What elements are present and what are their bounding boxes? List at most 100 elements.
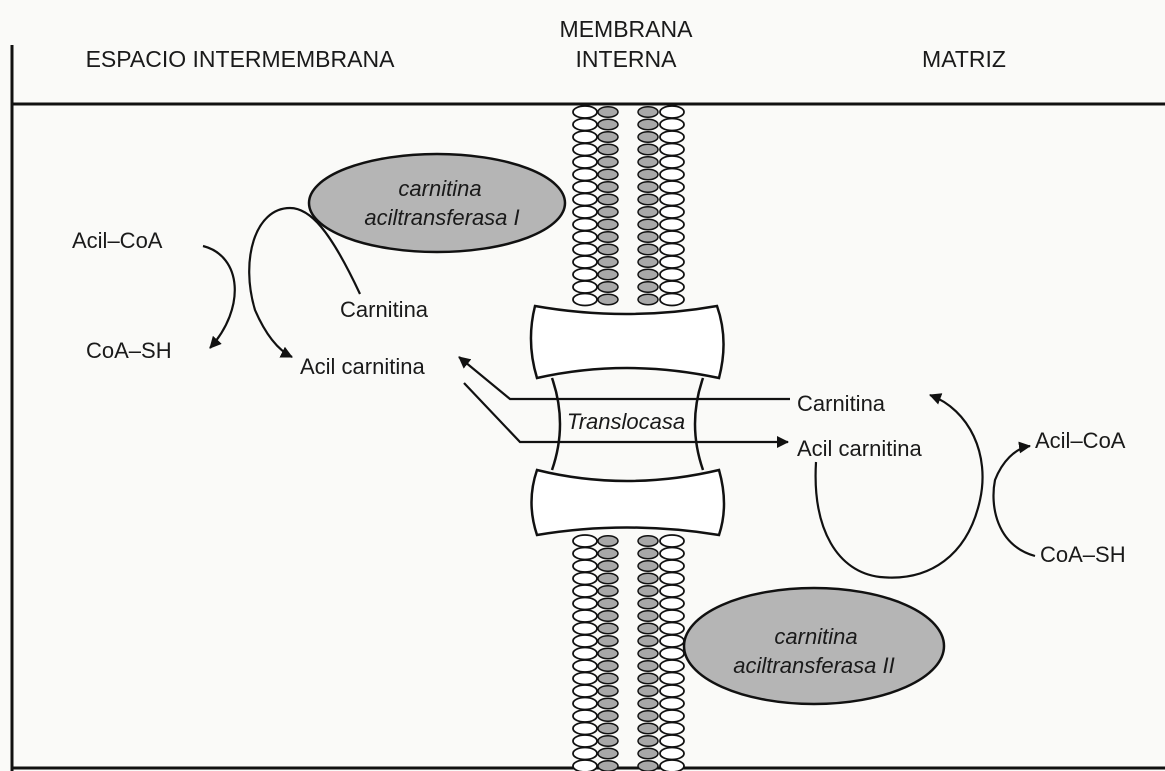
lipid-head (573, 194, 597, 206)
lipid-head (660, 156, 684, 168)
lipid-head (573, 723, 597, 735)
lipid-head (660, 685, 684, 697)
lipid-tail (638, 132, 658, 142)
translocase-upper-block (531, 306, 724, 378)
lipid-tail (638, 573, 658, 583)
lipid-tail (638, 269, 658, 279)
lipid-tail (598, 144, 618, 154)
lipid-head (660, 623, 684, 635)
lipid-head (573, 144, 597, 156)
lipid-head (660, 269, 684, 281)
lipid-tail (638, 761, 658, 771)
enzyme-cat1-label-line2: aciltransferasa I (364, 205, 519, 230)
lipid-head (660, 535, 684, 547)
lipid-tail (598, 736, 618, 746)
lipid-head (660, 131, 684, 143)
lipid-head (573, 598, 597, 610)
lipid-head (660, 660, 684, 672)
lipid-tail (638, 686, 658, 696)
lipid-head (573, 156, 597, 168)
lipid-head (573, 610, 597, 622)
lipid-head (660, 181, 684, 193)
lipid-tail (598, 107, 618, 117)
lipid-tail (598, 561, 618, 571)
enzyme-cat1-ellipse (309, 154, 565, 252)
lipid-tail (598, 157, 618, 167)
lipid-head (660, 735, 684, 747)
lipid-tail (638, 723, 658, 733)
lipid-head (573, 244, 597, 256)
lipid-tail (598, 294, 618, 304)
lipid-tail (638, 736, 658, 746)
lipid-tail (598, 623, 618, 633)
header-matrix: MATRIZ (922, 46, 1006, 72)
lipid-head (573, 131, 597, 143)
lipid-tail (598, 282, 618, 292)
lipid-tail (638, 219, 658, 229)
lipid-head (573, 685, 597, 697)
lipid-head (573, 535, 597, 547)
lipid-tail (598, 536, 618, 546)
translocase-label: Translocasa (567, 409, 685, 434)
lipid-tail (598, 194, 618, 204)
lipid-tail (598, 257, 618, 267)
lipid-head (660, 760, 684, 771)
lipid-tail (598, 648, 618, 658)
lipid-head (660, 231, 684, 243)
lipid-head (660, 598, 684, 610)
lipid-head (573, 181, 597, 193)
lipid-tail (598, 748, 618, 758)
lipid-head (573, 760, 597, 771)
right-acil-carnitina-label: Acil carnitina (797, 436, 922, 461)
left-acil-carnitina-label: Acil carnitina (300, 354, 425, 379)
lipid-tail (638, 636, 658, 646)
lipid-head (660, 194, 684, 206)
lipid-tail (598, 232, 618, 242)
lipid-head (573, 660, 597, 672)
lipid-head (573, 169, 597, 181)
lipid-tail (638, 119, 658, 129)
lipid-tail (598, 686, 618, 696)
lipid-tail (638, 711, 658, 721)
lipid-tail (638, 257, 658, 267)
lipid-tail (638, 748, 658, 758)
lipid-head (573, 735, 597, 747)
lipid-tail (638, 648, 658, 658)
lipid-tail (598, 723, 618, 733)
enzyme-cat2-label-line1: carnitina (774, 624, 857, 649)
lipid-head (573, 231, 597, 243)
lipid-tail (638, 169, 658, 179)
lipid-head (573, 698, 597, 710)
lipid-tail (638, 586, 658, 596)
lipid-tail (638, 157, 658, 167)
lipid-head (573, 648, 597, 660)
lipid-head (660, 610, 684, 622)
lipid-tail (598, 548, 618, 558)
translocase-right-channel-wall (695, 378, 703, 470)
lipid-head (660, 106, 684, 118)
lipid-tail (598, 598, 618, 608)
lipid-head (660, 219, 684, 231)
header-inner-membrane-line1: MEMBRANA (560, 16, 694, 42)
lipid-tail (638, 598, 658, 608)
lipid-tail (598, 661, 618, 671)
lipid-tail (598, 169, 618, 179)
left-coa-sh-label: CoA–SH (86, 338, 172, 363)
lipid-head (660, 206, 684, 218)
lipid-head (573, 710, 597, 722)
right-carnitina-loop-curve (816, 395, 983, 578)
lipid-tail (598, 207, 618, 217)
lipid-tail (598, 711, 618, 721)
lipid-tail (638, 282, 658, 292)
lipid-tail (598, 219, 618, 229)
lipid-tail (638, 623, 658, 633)
lipid-tail (598, 269, 618, 279)
lipid-tail (598, 761, 618, 771)
lipid-tail (598, 119, 618, 129)
lipid-head (660, 244, 684, 256)
translocase-left-channel-wall (552, 378, 560, 470)
lipid-head (660, 648, 684, 660)
lipid-tail (638, 611, 658, 621)
lipid-head (573, 219, 597, 231)
